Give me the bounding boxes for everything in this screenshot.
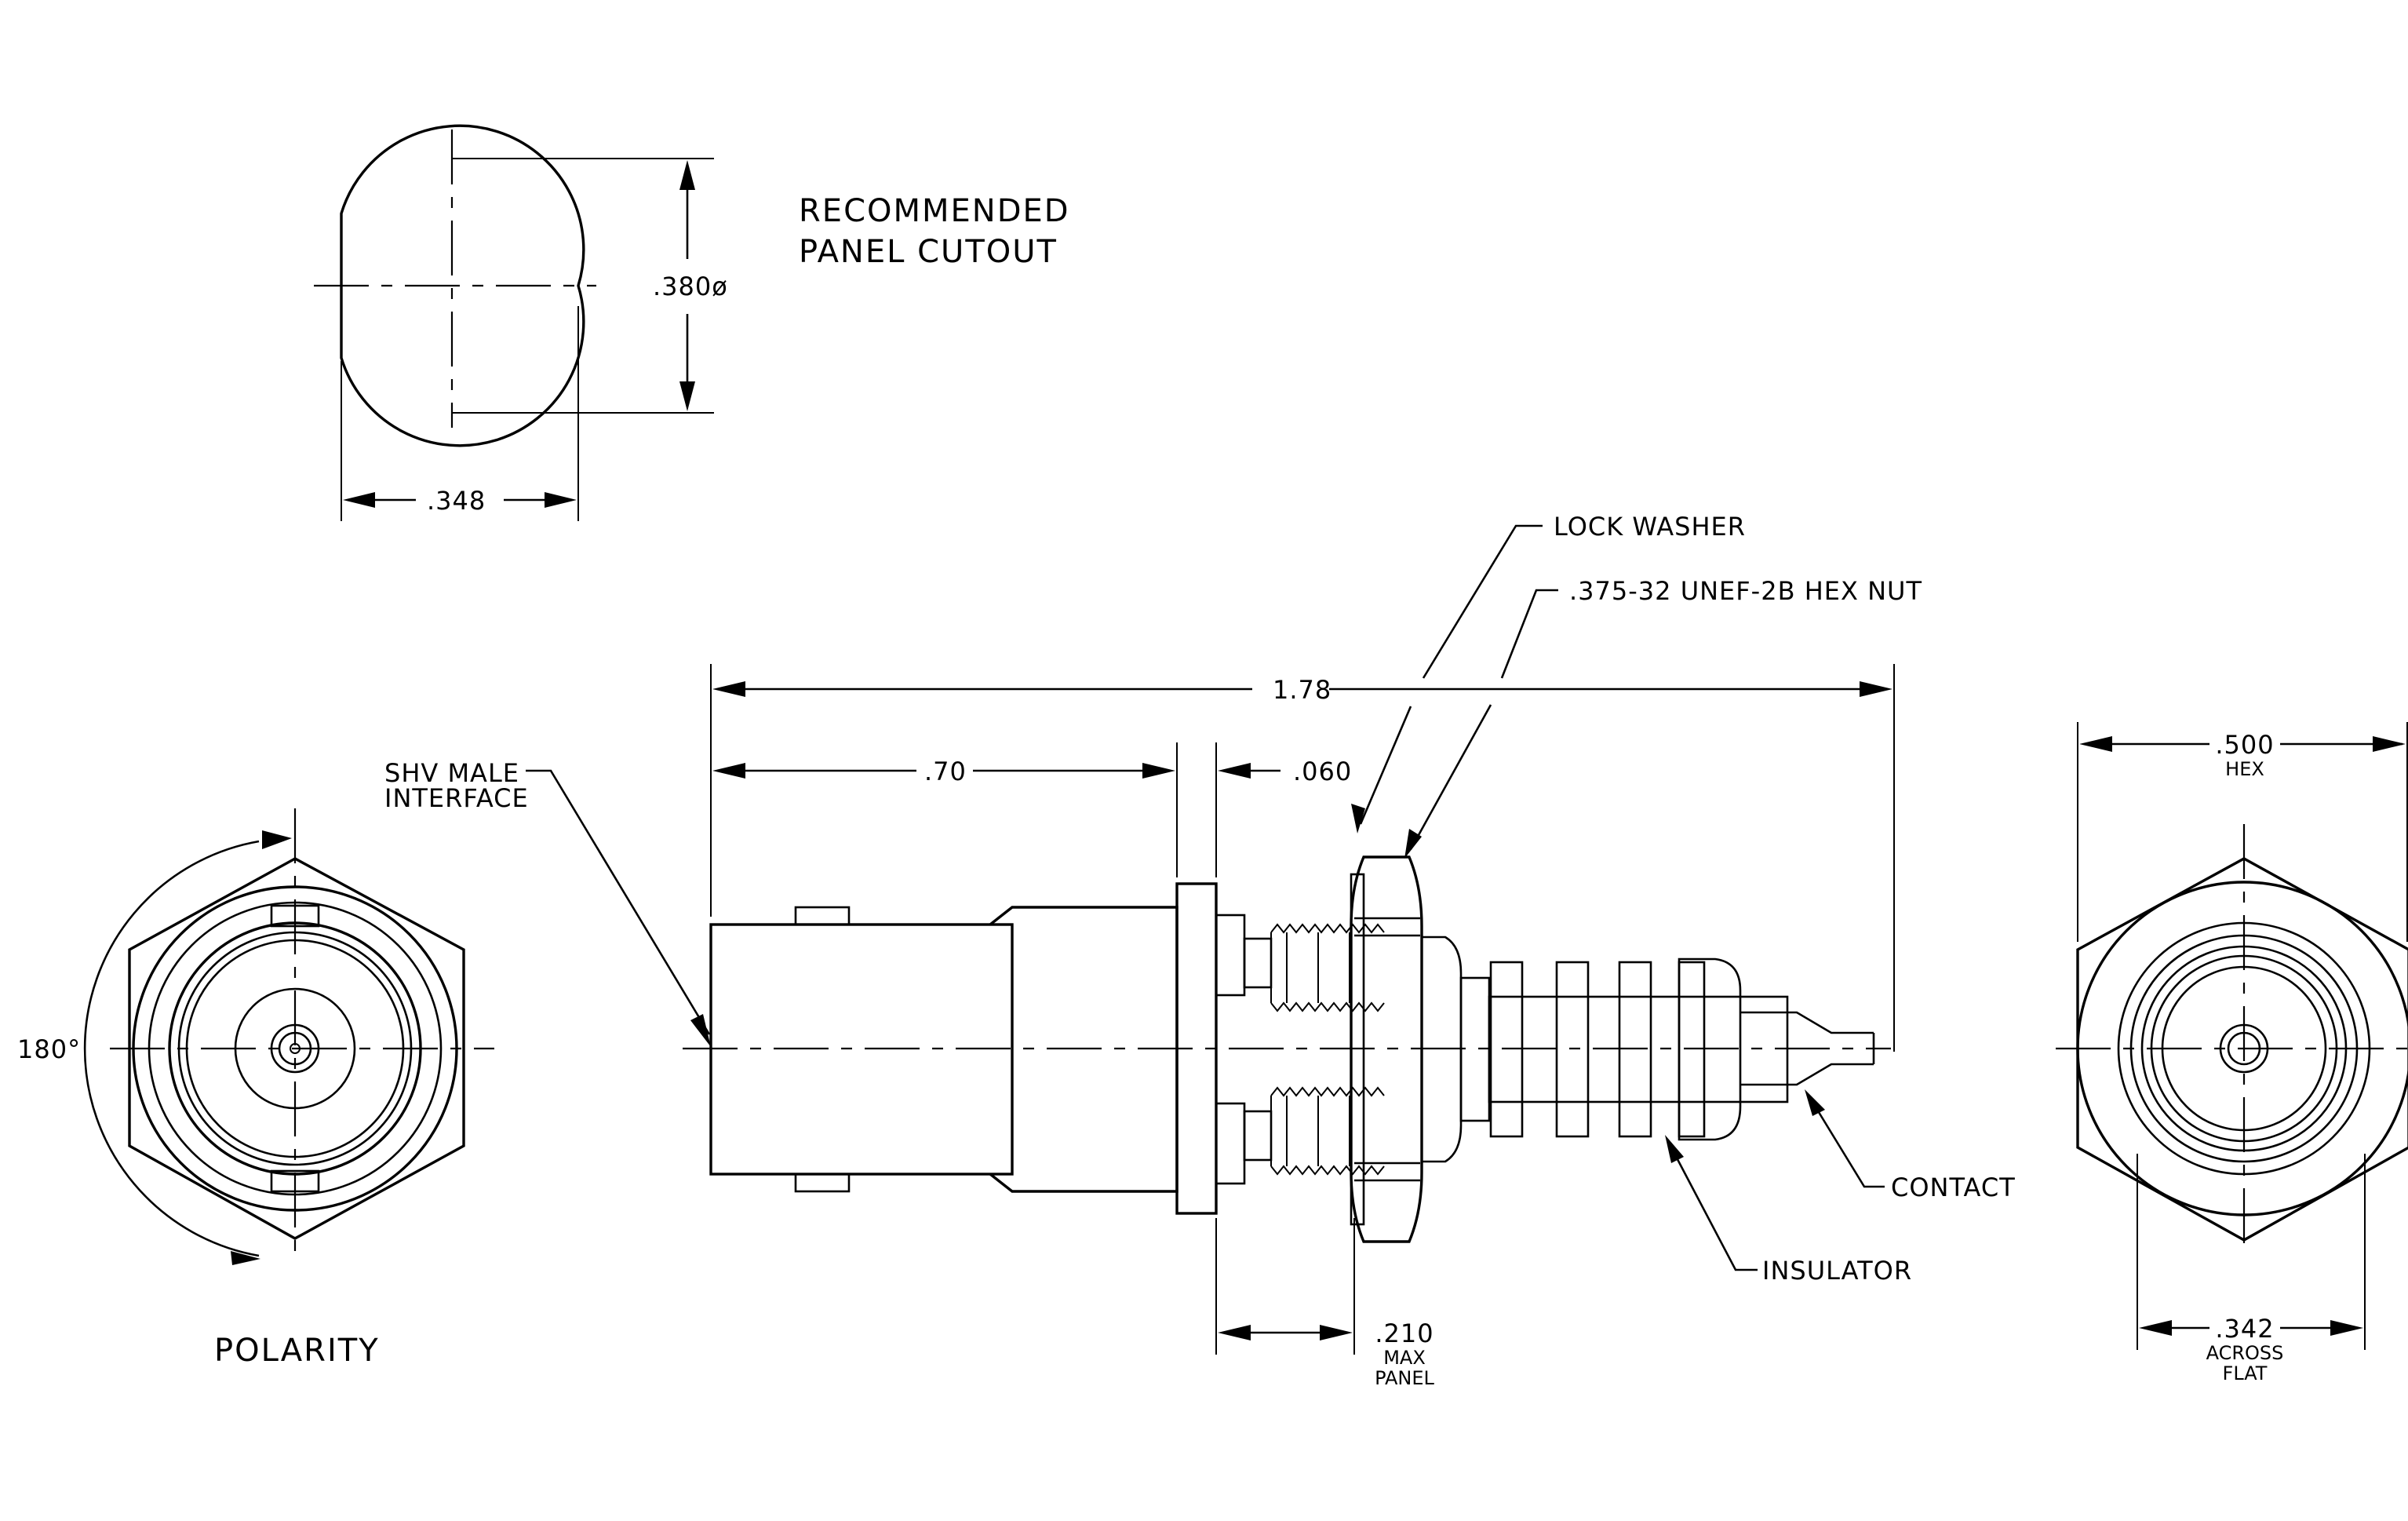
dim-210-panel: PANEL: [1375, 1367, 1434, 1389]
polarity-angle-text: 180°: [17, 1034, 81, 1064]
callout-contact: CONTACT: [1891, 1173, 2016, 1202]
hex-nut: [1350, 855, 1423, 1243]
front-hex-outline: [128, 857, 465, 1240]
dim-70-text: .70: [924, 757, 967, 786]
dim-380-text: .380ø: [653, 272, 728, 301]
dim-342-text: .342: [2215, 1314, 2274, 1344]
cutout-outline: [340, 124, 585, 447]
polarity-view: 180° POLARITY: [17, 808, 494, 1369]
polarity-arc: [83, 840, 260, 1257]
dim-342-across: ACROSS: [2206, 1342, 2284, 1364]
callout-interface-line1: SHV MALE: [384, 758, 519, 788]
side-view: 1.78 .70 .060 .210 MAX PANEL SHV MALE IN…: [384, 512, 2016, 1389]
dim-500-text: .500: [2215, 730, 2274, 760]
dim-210-text: .210: [1375, 1319, 1434, 1348]
cutout-title-line2: PANEL CUTOUT: [799, 234, 1058, 270]
contact-pin: [1740, 1011, 1874, 1086]
callout-insulator: INSULATOR: [1762, 1256, 1912, 1286]
callout-lock-washer: LOCK WASHER: [1554, 512, 1746, 542]
callout-hex-nut: .375-32 UNEF-2B HEX NUT: [1569, 576, 1922, 606]
polarity-label: POLARITY: [214, 1333, 380, 1369]
dim-178-text: 1.78: [1273, 675, 1332, 705]
threads: [1270, 923, 1385, 1176]
dim-210-max: MAX: [1383, 1347, 1426, 1369]
panel-cutout-view: .380ø .348 RECOMMENDED PANEL CUTOUT: [314, 124, 1070, 521]
dim-500-label: HEX: [2225, 758, 2264, 780]
rear-view: .500 HEX .342 ACROSS FLAT: [2056, 722, 2408, 1384]
dim-342-flat: FLAT: [2223, 1362, 2268, 1384]
dim-060-text: .060: [1293, 757, 1352, 786]
dim-348-text: .348: [427, 486, 486, 516]
insulator-cap: [1678, 957, 1742, 1141]
cutout-title-line1: RECOMMENDED: [799, 193, 1070, 229]
callout-interface-line2: INTERFACE: [384, 783, 529, 813]
